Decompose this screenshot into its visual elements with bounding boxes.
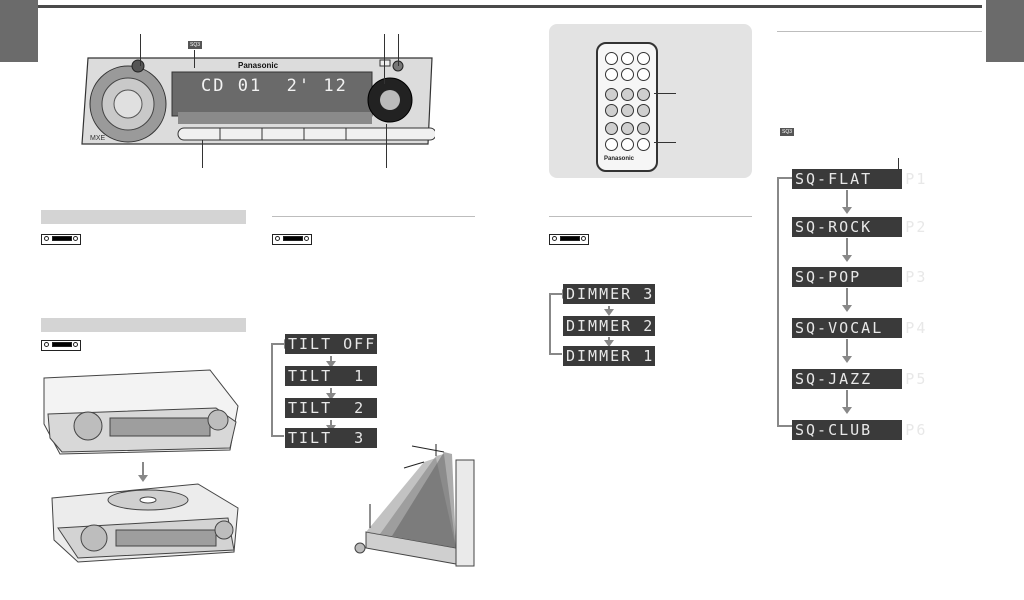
flow-arrow: [604, 306, 614, 316]
tilt-lcd-3: TILT 3: [285, 428, 377, 448]
sq-lcd-3: SQ-VOCAL P4: [792, 318, 925, 338]
remote-button: [621, 68, 634, 81]
remote-button: [605, 52, 618, 65]
remote-button: [621, 138, 634, 151]
source-mode-icon: [41, 234, 81, 245]
remote-button: [637, 122, 650, 135]
sq-tag-right: SQ3: [780, 128, 795, 136]
sq-tag-left: SQ3: [188, 41, 203, 49]
callout-line: [386, 124, 387, 168]
section-rule: [777, 31, 982, 32]
section-rule: [549, 216, 752, 217]
remote-button: [637, 138, 650, 151]
svg-text:MXE: MXE: [90, 135, 106, 142]
sq-lcd-0: SQ-FLAT P1: [792, 169, 925, 189]
remote-button: [621, 122, 634, 135]
remote-button: [637, 68, 650, 81]
flow-arrow: [842, 190, 852, 214]
sq-lcd-1: SQ-ROCK P2: [792, 217, 925, 237]
tilt-lcd-1: TILT 1: [285, 366, 377, 386]
callout-line: [654, 93, 676, 94]
remote-button: [621, 52, 634, 65]
section-header-bar: [41, 318, 246, 332]
remote-button: [637, 88, 650, 101]
remote-button: [621, 104, 634, 117]
callout-line: [398, 34, 399, 66]
callout-line: [384, 34, 385, 84]
remote-control: Panasonic: [596, 42, 658, 172]
remote-button: [605, 104, 618, 117]
faceplate-open-illustration: [40, 368, 240, 458]
unit-display-text: CD 01 2' 12: [201, 76, 348, 96]
callout-line: [202, 140, 203, 168]
callout-line: [898, 158, 899, 170]
callout-line: [194, 50, 195, 68]
remote-button: [605, 138, 618, 151]
remote-button: [605, 88, 618, 101]
remote-button: [605, 68, 618, 81]
section-rule: [272, 216, 475, 217]
flow-arrow: [842, 288, 852, 312]
stereo-brand-label: Panasonic: [238, 61, 279, 70]
flow-arrow: [326, 356, 336, 368]
sq-lcd-2: SQ-POP P3: [792, 267, 925, 287]
flow-arrow: [326, 388, 336, 400]
sq-lcd-5: SQ-CLUB P6: [792, 420, 925, 440]
tilt-lcd-0: TILT OFF: [285, 334, 377, 354]
dimmer-lcd-0: DIMMER 3: [563, 284, 655, 304]
flow-arrow: [604, 337, 614, 347]
dimmer-lcd-1: DIMMER 2: [563, 316, 655, 336]
callout-line: [654, 142, 676, 143]
source-mode-icon: [272, 234, 312, 245]
remote-button: [621, 88, 634, 101]
dimmer-lcd-2: DIMMER 1: [563, 346, 655, 366]
flow-arrow: [326, 420, 336, 432]
left-top-rule: [38, 5, 982, 8]
flow-arrow: [138, 462, 148, 482]
sq-loop-line: [777, 173, 798, 427]
disc-insert-illustration: [48, 478, 240, 564]
callout-line: [140, 34, 141, 66]
remote-button: [605, 122, 618, 135]
flow-arrow: [842, 339, 852, 363]
left-page-tab: [0, 0, 38, 62]
tilt-angle-illustration: [352, 440, 476, 568]
remote-button: [637, 52, 650, 65]
right-page-tab: [986, 0, 1024, 62]
tilt-lcd-2: TILT 2: [285, 398, 377, 418]
flow-arrow: [842, 238, 852, 262]
remote-button: [637, 104, 650, 117]
remote-brand-label: Panasonic: [604, 156, 635, 162]
source-mode-icon: [41, 340, 81, 351]
sq-lcd-4: SQ-JAZZ P5: [792, 369, 925, 389]
source-mode-icon: [549, 234, 589, 245]
flow-arrow: [842, 390, 852, 414]
section-header-bar: [41, 210, 246, 224]
